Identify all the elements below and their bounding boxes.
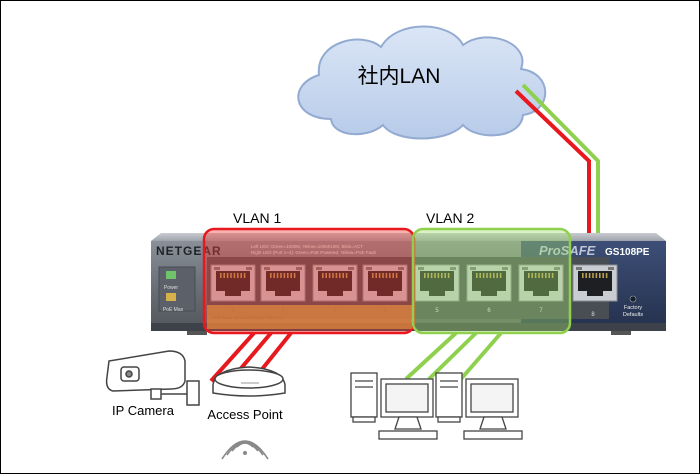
ethernet-port-6 — [466, 264, 512, 302]
pc-icon-1 — [350, 372, 438, 440]
vlan2-label: VLAN 2 — [426, 210, 474, 226]
ethernet-port-1 — [210, 264, 256, 302]
pc-icon-2 — [435, 372, 523, 440]
port-number-6: 6 — [487, 308, 491, 314]
access-point-icon — [212, 366, 286, 397]
cloud-shape — [297, 25, 547, 140]
vlan2-region — [411, 227, 572, 335]
uplink-port-number: 8 — [591, 312, 595, 318]
port-number-5: 5 — [435, 308, 439, 314]
power-led-label: Power — [164, 285, 179, 291]
series-label: ProSAFE — [539, 243, 596, 258]
led-legend-2: Right LED (Port 1~4): Green=PoE Powered,… — [251, 250, 376, 255]
vlan1-cables — [209, 331, 293, 383]
port-number-7: 7 — [539, 308, 543, 314]
wifi-signal-icon — [221, 440, 269, 460]
vlan1-poe-band — [207, 305, 412, 329]
ip-camera-label: IP Camera — [112, 403, 175, 418]
ip-camera-icon — [105, 350, 200, 406]
ethernet-port-8 — [572, 264, 618, 302]
ethernet-port-5 — [414, 264, 460, 302]
ethernet-port-7 — [518, 264, 564, 302]
factory-label-2: Defaults — [623, 312, 643, 318]
factory-label-1: Factory — [624, 305, 643, 311]
ethernet-port-2 — [260, 264, 306, 302]
led-legend-1: Left LED: Green=1000M, Yellow=100M/10M, … — [251, 244, 363, 249]
access-point-label: Access Point — [207, 407, 283, 422]
vlan1-label: VLAN 1 — [233, 210, 281, 226]
ethernet-port-3 — [312, 264, 358, 302]
power-led — [166, 271, 176, 279]
factory-reset-hole — [629, 295, 637, 303]
vlan2-cables — [404, 331, 503, 381]
poe-max-led-label: PoE Max — [163, 307, 184, 313]
cloud-label: 社内LAN — [358, 65, 441, 88]
model-label: GS108PE — [605, 247, 650, 258]
ethernet-port-4 — [362, 264, 408, 302]
switch-top — [151, 233, 666, 241]
poe-max-led — [166, 293, 176, 301]
port-group — [210, 264, 618, 302]
